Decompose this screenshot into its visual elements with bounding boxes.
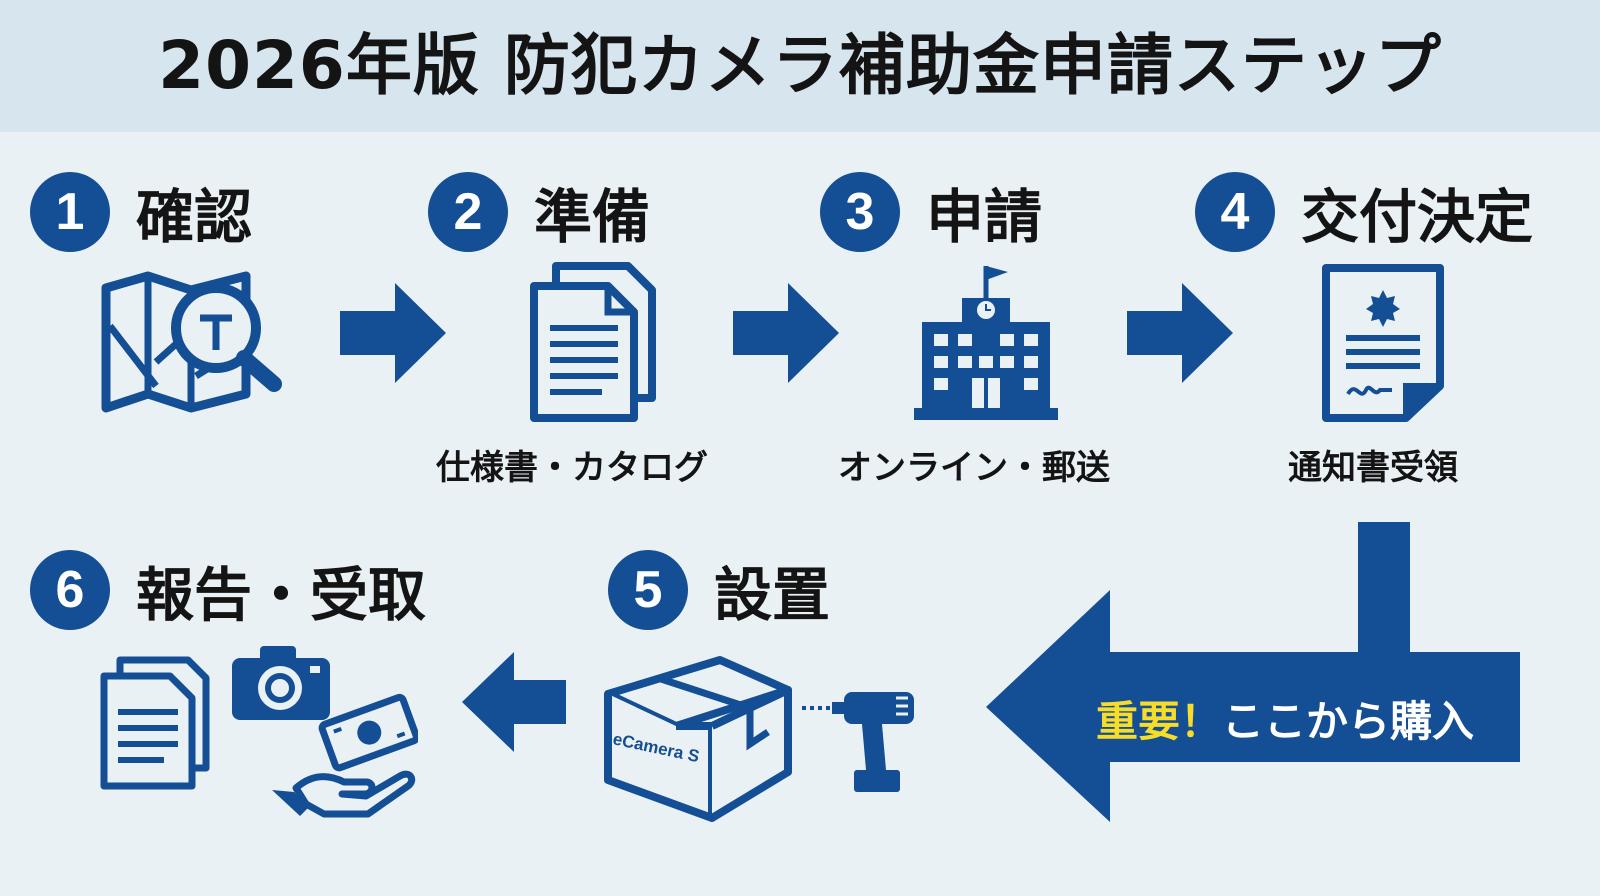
step-2-title: 準備 — [534, 183, 651, 251]
step-5-header: 5 設置 — [608, 548, 830, 632]
step-6-title: 報告・受取 — [136, 561, 427, 629]
step-4-title: 交付決定 — [1301, 183, 1534, 251]
arrow-right-icon — [340, 283, 446, 383]
purchase-callout: 重要！ここから購入 — [1096, 688, 1474, 749]
giving-hand-icon — [272, 770, 416, 818]
step-5-title: 設置 — [714, 561, 831, 629]
step-6-header: 6 報告・受取 — [30, 548, 426, 632]
step-3-caption: オンライン・郵送 — [838, 448, 1110, 488]
step-2-header: 2 準備 — [428, 170, 650, 254]
step-4-header: 4 交付決定 — [1195, 170, 1533, 254]
callout-text: ここから購入 — [1222, 697, 1475, 746]
step-3-title: 申請 — [926, 183, 1043, 251]
government-building-icon — [914, 266, 1058, 420]
step-3-number: 3 — [820, 172, 900, 252]
report-document-icon — [100, 656, 210, 790]
money-bill-icon — [318, 693, 418, 772]
page-title: 2026年版 防犯カメラ補助金申請ステップ — [158, 27, 1442, 104]
step-2-caption: 仕様書・カタログ — [436, 448, 708, 488]
step-6-number: 6 — [30, 550, 110, 630]
step-3-header: 3 申請 — [820, 170, 1042, 254]
step-4-caption: 通知書受領 — [1288, 448, 1458, 488]
camera-icon — [232, 646, 330, 720]
arrow-left-icon — [462, 652, 566, 752]
map-search-icon — [101, 271, 282, 413]
title-banner — [0, 0, 1600, 132]
step-4-number: 4 — [1195, 172, 1275, 252]
arrow-right-icon — [1127, 283, 1233, 383]
step-1-header: 1 確認 — [30, 170, 252, 254]
arrow-right-icon — [733, 283, 839, 383]
documents-icon — [530, 262, 656, 422]
step-5-number: 5 — [608, 550, 688, 630]
step-2-number: 2 — [428, 172, 508, 252]
drill-icon — [802, 692, 914, 792]
certificate-icon — [1322, 264, 1444, 422]
callout-emphasis: 重要！ — [1096, 697, 1223, 746]
step-1-number: 1 — [30, 172, 110, 252]
product-box-icon: eCamera S — [604, 656, 792, 822]
step-1-title: 確認 — [136, 183, 253, 251]
